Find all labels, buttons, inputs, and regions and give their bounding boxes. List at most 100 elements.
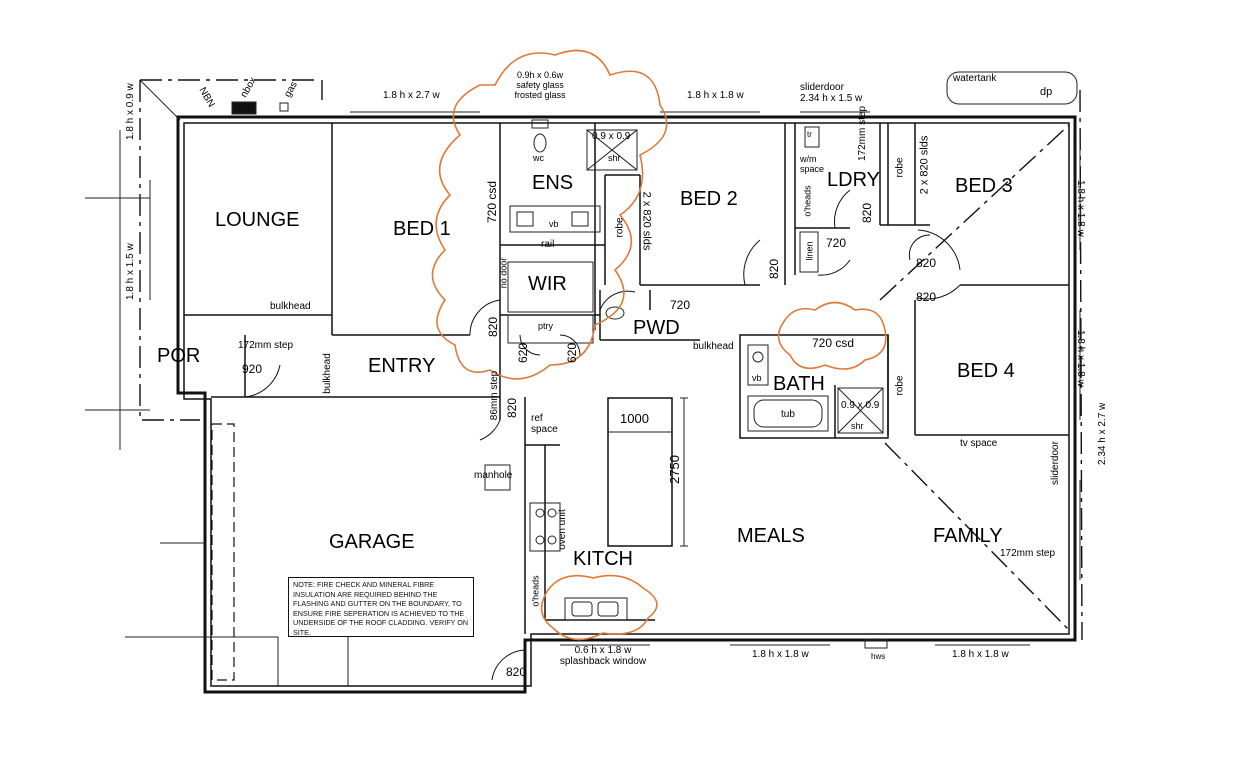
- fixture-shapes: [231, 71, 1078, 649]
- garage-door-line: [211, 423, 235, 681]
- ceiling-diagonals: [879, 124, 1070, 631]
- label-hws: hws: [871, 652, 886, 661]
- room-bath: BATH: [773, 373, 825, 395]
- dim-820-bed1: 820: [486, 316, 501, 338]
- outer-wall: [176, 115, 1077, 694]
- label-oheads-kitch: o'heads: [530, 575, 541, 607]
- boundary-diag: [139, 79, 181, 121]
- dim-bench-w: 1000: [620, 411, 649, 426]
- dim-shr-ens: 0.9 x 0.9: [592, 131, 631, 142]
- win-kitch-bottom-1: 0.6 h x 1.8 w: [574, 645, 632, 656]
- label-robe-bed4: robe: [894, 375, 906, 396]
- room-bed1: BED 1: [393, 218, 451, 240]
- label-robe-ens: robe: [614, 217, 626, 238]
- dim-720-pwd: 720: [670, 298, 691, 312]
- room-ldry: LDRY: [827, 169, 880, 191]
- dim-por-step: 172mm step: [238, 340, 294, 351]
- win-slider-top-2: 2.34 h x 1.5 w: [800, 93, 863, 104]
- dim-620-a: 620: [516, 342, 531, 364]
- room-pwd: PWD: [633, 317, 680, 339]
- room-lounge: LOUNGE: [215, 209, 300, 231]
- label-tv-space: tv space: [960, 438, 998, 449]
- win-bed1-top: 1.8 h x 2.7 w: [383, 90, 440, 101]
- win-lounge-left-1: 1.8 h x 0.9 w: [125, 83, 136, 140]
- win-ens-line3: frosted glass: [514, 90, 566, 100]
- room-wir: WIR: [528, 273, 567, 295]
- dim-820-hall-b: 820: [916, 290, 937, 304]
- win-slider-top: sliderdoor 2.34 h x 1.5 w: [800, 82, 862, 104]
- win-family-right-2: 2.34 h x 2.7 w: [1097, 402, 1108, 465]
- label-linen: linen: [804, 241, 815, 261]
- win-ens-line1: 0.9h x 0.6w: [516, 70, 564, 80]
- door-swings: [244, 189, 961, 681]
- label-wm: w/m space: [800, 154, 825, 174]
- dim-ldry-step: 172mm step: [857, 105, 869, 162]
- label-oheads-ldry: o'heads: [802, 185, 813, 217]
- label-dp: dp: [1040, 86, 1053, 98]
- label-shr-bath: shr: [851, 421, 864, 431]
- windows: [149, 111, 1081, 646]
- island-dimension-lines: [608, 397, 688, 547]
- label-manhole: manhole: [474, 470, 513, 481]
- kitchen-island: [607, 397, 673, 547]
- dim-820-bed2: 820: [767, 258, 782, 280]
- win-family-bottom: 1.8 h x 1.8 w: [952, 649, 1009, 660]
- dim-820-hall-a: 820: [916, 256, 937, 270]
- dim-family-step: 172mm step: [1000, 548, 1056, 559]
- label-no-door: no door: [498, 257, 509, 289]
- label-ref-space: ref space: [531, 413, 558, 435]
- label-oven-unit: oven unit: [556, 509, 568, 550]
- label-robe-bed3: robe: [894, 157, 906, 178]
- win-ens-line2: safety glass: [516, 80, 564, 90]
- dim-robe-sld: 2 x 820 slds: [640, 191, 653, 251]
- label-shr-ens: shr: [608, 153, 621, 163]
- room-garage: GARAGE: [329, 531, 415, 553]
- room-bed2: BED 2: [680, 188, 738, 210]
- dim-bed3-sld: 2 x 820 slds: [918, 135, 931, 195]
- room-family: FAMILY: [933, 525, 1003, 547]
- label-ptry: ptry: [538, 321, 554, 331]
- leader-arrows: [85, 197, 349, 686]
- win-slider-top-1: sliderdoor: [800, 82, 844, 93]
- dim-820-ldry: 820: [860, 202, 875, 224]
- dim-ens-sld: 720 csd: [485, 180, 500, 224]
- label-watertank: watertank: [953, 73, 997, 84]
- room-bed4: BED 4: [957, 360, 1015, 382]
- win-bed3-right: 1.8 h x 1.8 w: [1075, 180, 1086, 237]
- dim-shr-bath: 0.9 x 0.9: [841, 400, 880, 411]
- label-bulkhead-pwd: bulkhead: [693, 341, 734, 352]
- dim-720-linen: 720: [826, 236, 847, 250]
- dim-bench-l: 2750: [666, 455, 682, 484]
- dim-820-garage: 820: [506, 665, 527, 679]
- room-por: POR: [157, 345, 201, 367]
- label-bulkhead-entry: bulkhead: [321, 353, 333, 394]
- dim-920: 920: [242, 362, 263, 376]
- label-bulkhead-lounge: bulkhead: [270, 301, 311, 312]
- win-bed2-top: 1.8 h x 1.8 w: [687, 90, 744, 101]
- room-ens: ENS: [532, 172, 574, 194]
- win-kitch-bottom: 0.6 h x 1.8 w splashback window: [548, 645, 658, 667]
- outer-wall-inner: [183, 122, 1070, 687]
- label-tr: tr: [807, 130, 812, 139]
- eave-outline: [139, 79, 1083, 641]
- win-bed4-right: 1.8 h x 1.8 w: [1075, 330, 1086, 387]
- label-vb-ens: vb: [549, 219, 559, 229]
- room-bed3: BED 3: [955, 175, 1013, 197]
- win-ens-top: 0.9h x 0.6w safety glass frosted glass: [505, 70, 575, 100]
- label-tub: tub: [781, 409, 795, 420]
- fire-note: Note: FIRE CHECK AND MINERAL FIBRE INSUL…: [288, 577, 474, 637]
- win-lounge-left-2: 1.8 h x 1.5 w: [125, 243, 136, 300]
- label-rail: rail: [541, 239, 555, 250]
- win-kitch-bottom-2: splashback window: [559, 656, 647, 667]
- win-meals-bottom: 1.8 h x 1.8 w: [752, 649, 809, 660]
- dim-bath-csd: 720 csd: [812, 336, 855, 350]
- dim-entry-step: 86mm step: [489, 370, 501, 421]
- win-family-right-1: sliderdoor: [1050, 441, 1061, 485]
- room-meals: MEALS: [737, 525, 805, 547]
- revision-clouds: [431, 49, 887, 641]
- room-entry: ENTRY: [368, 355, 436, 377]
- label-wc: wc: [533, 153, 544, 163]
- label-vb-bath: vb: [752, 373, 762, 383]
- dim-820-entry: 820: [505, 397, 520, 419]
